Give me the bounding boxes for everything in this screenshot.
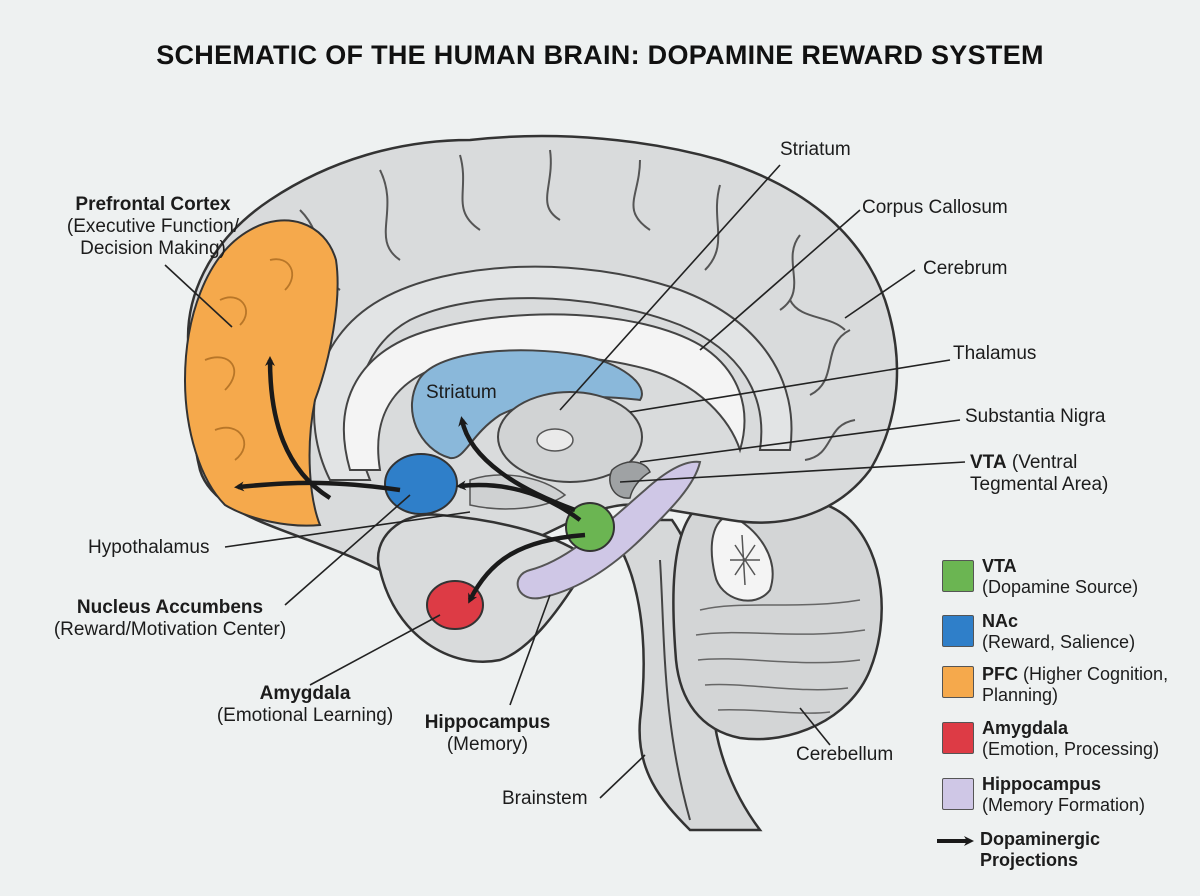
label-nac-desc: (Reward/Motivation Center) [53,619,287,640]
legend-swatch-amygdala [942,722,974,754]
label-pfc: Prefrontal Cortex (Executive Function/ D… [28,194,278,260]
label-hippocampus-desc: (Memory) [446,734,529,755]
label-thalamus: Thalamus [953,343,1037,364]
label-vta-rest: (Ventral [1006,452,1078,473]
dopaminergic-projections [234,356,586,604]
legend-swatch-pfc [942,666,974,698]
label-corpus-callosum: Corpus Callosum [862,197,1008,218]
leader-lines [164,164,966,799]
legend-item-vta: VTA(Dopamine Source) [982,556,1139,597]
label-nac: Nucleus Accumbens (Reward/Motivation Cen… [40,597,300,641]
legend-item-amygdala: Amygdala(Emotion, Processing) [982,718,1160,759]
legend-swatch-hippocampus [942,778,974,810]
label-cerebrum: Cerebrum [923,258,1008,279]
vta-region [565,502,615,552]
brainstem-line [659,559,691,821]
thalamus-center [536,428,574,452]
label-amygdala-name: Amygdala [259,683,351,704]
label-hypothalamus: Hypothalamus [88,537,210,558]
pfc-folds [204,258,294,461]
legend-swatch-vta [942,560,974,592]
label-brainstem: Brainstem [502,788,588,809]
label-pfc-desc1: (Executive Function/ [66,216,240,237]
label-striatum-inner: Striatum [426,382,497,403]
label-hippocampus-name: Hippocampus [424,712,551,733]
label-cerebellum: Cerebellum [796,744,894,765]
label-vta-bold: VTA [970,452,1007,473]
diagram-title: SCHEMATIC OF THE HUMAN BRAIN: DOPAMINE R… [156,40,1044,70]
label-pfc-desc2: Decision Making) [80,238,226,259]
label-amygdala: Amygdala (Emotional Learning) [205,683,405,727]
substantia-nigra-region [609,461,651,499]
nac-region [384,453,458,515]
label-amygdala-desc: (Emotional Learning) [216,705,394,726]
pfc-region [183,219,339,527]
label-nac-name: Nucleus Accumbens [76,597,264,618]
cingulate-ring [313,265,793,481]
cerebellum [672,491,883,741]
legend-swatch-nac [942,615,974,647]
legend-item-pfc: PFC (Higher Cognition,Planning) [982,664,1169,705]
label-substantia-nigra: Substantia Nigra [965,406,1106,427]
label-vta-line2: Tegmental Area) [970,474,1109,495]
legend-item-nac: NAc(Reward, Salience) [982,611,1136,652]
label-pfc-name: Prefrontal Cortex [75,194,231,215]
label-hippocampus: Hippocampus (Memory) [415,712,560,756]
legend-item-hippocampus: Hippocampus(Memory Formation) [982,774,1146,815]
label-striatum-top: Striatum [780,139,851,160]
